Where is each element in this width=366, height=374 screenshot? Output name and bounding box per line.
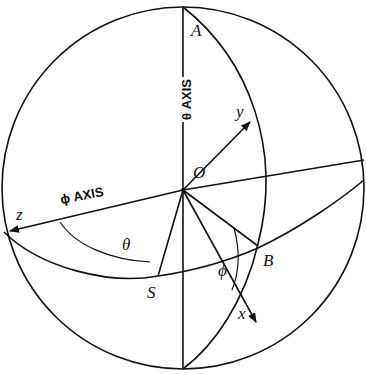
x-axis (183, 190, 256, 322)
sphere-outline (2, 7, 364, 369)
phi-axis (183, 160, 364, 190)
radius-b (183, 190, 258, 246)
point-label: S (147, 284, 156, 301)
axis-name: y (236, 103, 244, 120)
origin-dot (181, 188, 185, 192)
axis-label: ϕ AXIS (57, 184, 107, 208)
angle-label: θ (122, 236, 130, 253)
angle-label: ϕ (218, 262, 227, 279)
phi-arc (232, 228, 238, 290)
point-label: B (263, 252, 273, 269)
axis-name: z (16, 206, 23, 223)
axis-label: θ AXIS (179, 77, 194, 122)
radius-s (158, 190, 183, 276)
y-axis (183, 122, 250, 190)
point-label: A (191, 22, 201, 39)
theta-arc (60, 222, 150, 262)
point-label: O (193, 164, 205, 181)
equator (4, 180, 364, 278)
axis-name: x (238, 305, 246, 322)
